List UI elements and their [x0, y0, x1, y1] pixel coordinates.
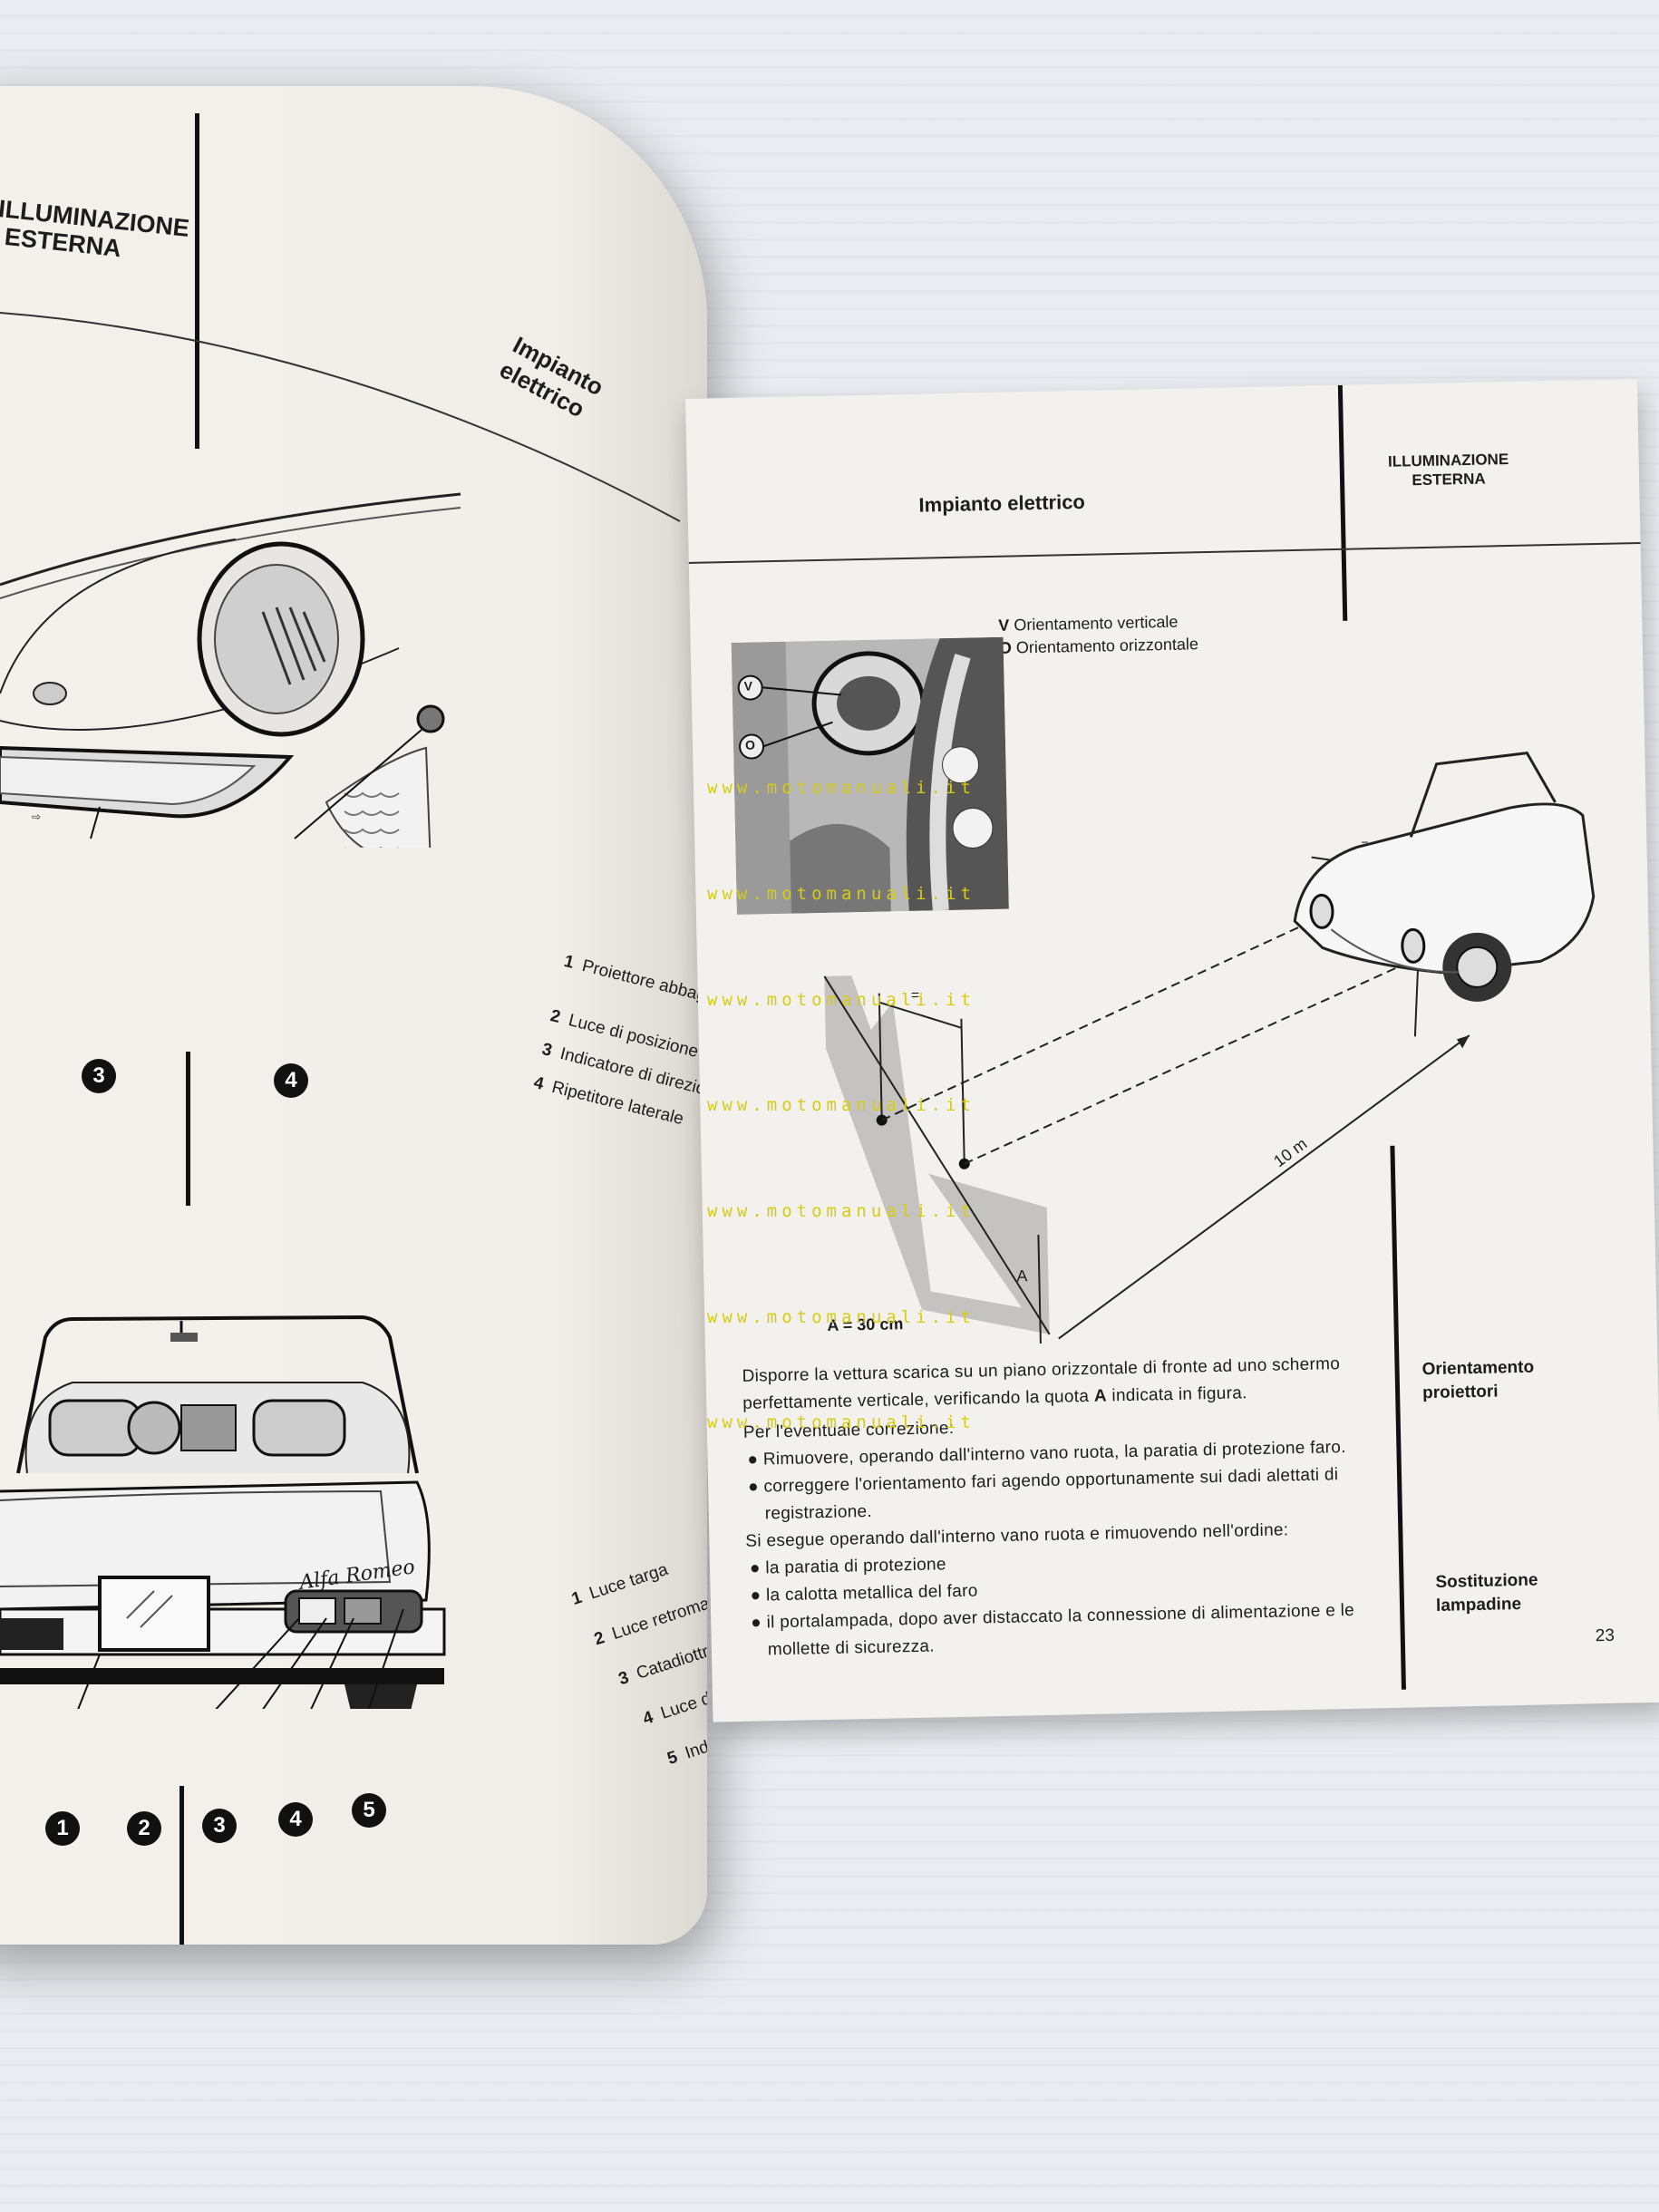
- a-dim-label: A: [1016, 1266, 1028, 1285]
- alignment-diagram: [823, 752, 1596, 1344]
- rear-callout-2: 2: [127, 1811, 161, 1846]
- left-divider-bottom: [179, 1786, 184, 1945]
- watermark: www.motomanuali.it: [707, 778, 975, 798]
- page-number: 23: [1595, 1625, 1615, 1646]
- rear-callout-5: 5: [352, 1793, 386, 1828]
- rear-callout-4: 4: [278, 1802, 313, 1837]
- right-page: Impianto elettrico ILLUMINAZIONE ESTERNA…: [685, 379, 1659, 1722]
- watermark: www.motomanuali.it: [707, 1307, 975, 1327]
- rear-car-drawing: [0, 1315, 446, 1709]
- watermark: www.motomanuali.it: [707, 990, 975, 1010]
- front-car-drawing: ⇨: [0, 492, 461, 848]
- left-page: ILLUMINAZIONE ESTERNA Impianto elettrico: [0, 86, 707, 1945]
- rear-callout-3: 3: [202, 1809, 237, 1843]
- watermark: www.motomanuali.it: [707, 1412, 975, 1432]
- side-title-sostituzione: Sostituzione lampadine: [1435, 1570, 1538, 1615]
- front-callout-3: 3: [82, 1059, 116, 1093]
- left-divider-middle: [186, 1052, 190, 1206]
- headlamp-closeup: [731, 636, 1009, 915]
- watermark: www.motomanuali.it: [707, 1201, 975, 1221]
- front-callout-4: 4: [274, 1063, 308, 1098]
- watermark: www.motomanuali.it: [707, 1095, 975, 1115]
- rear-callout-1: 1: [45, 1811, 80, 1846]
- left-divider-top: [195, 113, 199, 449]
- left-page-lines: [0, 312, 681, 522]
- watermark: www.motomanuali.it: [707, 884, 975, 904]
- side-title-orientamento: Orientamento proiettori: [1421, 1357, 1535, 1403]
- svg-text:⇨: ⇨: [32, 810, 41, 823]
- equal-mark-car: =: [1361, 836, 1369, 851]
- body-text: Disporre la vettura scarica su un piano …: [742, 1350, 1382, 1664]
